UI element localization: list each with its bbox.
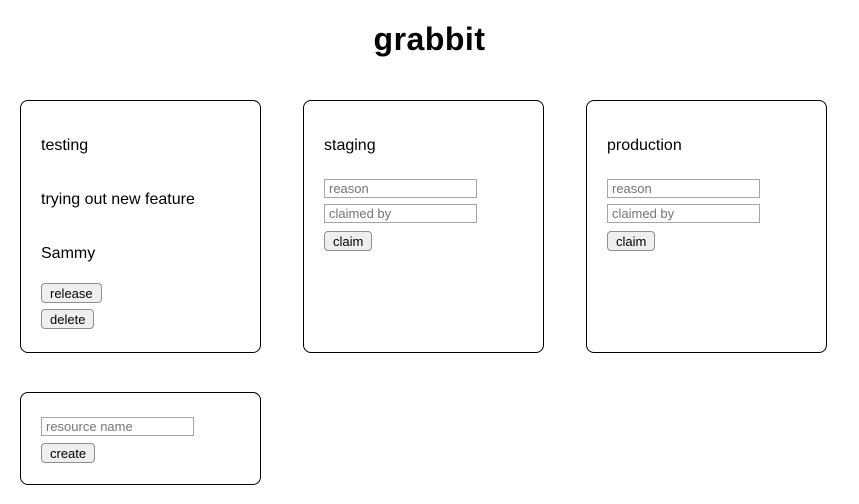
claimed-by-input[interactable] (324, 204, 477, 223)
claimed-by-input[interactable] (607, 204, 760, 223)
resource-name: production (607, 137, 682, 154)
resource-card-testing: testing trying out new feature Sammy rel… (20, 100, 261, 353)
resource-name: staging (324, 137, 376, 154)
create-resource-card: create (20, 392, 261, 485)
create-button[interactable]: create (41, 443, 96, 463)
resource-card-production: production claim (586, 100, 827, 353)
claim-button[interactable]: claim (324, 231, 373, 251)
reason-input[interactable] (607, 179, 760, 198)
claimed-by-text: Sammy (41, 245, 96, 262)
page-title: grabbit (373, 21, 486, 57)
release-button[interactable]: release (41, 283, 102, 303)
delete-button[interactable]: delete (41, 309, 95, 329)
resources-row: testing trying out new feature Sammy rel… (20, 100, 859, 353)
claim-reason-text: trying out new feature (41, 191, 195, 208)
resource-name-input[interactable] (41, 417, 194, 436)
reason-input[interactable] (324, 179, 477, 198)
resource-card-staging: staging claim (303, 100, 544, 353)
resource-name: testing (41, 137, 89, 154)
claim-button[interactable]: claim (607, 231, 656, 251)
